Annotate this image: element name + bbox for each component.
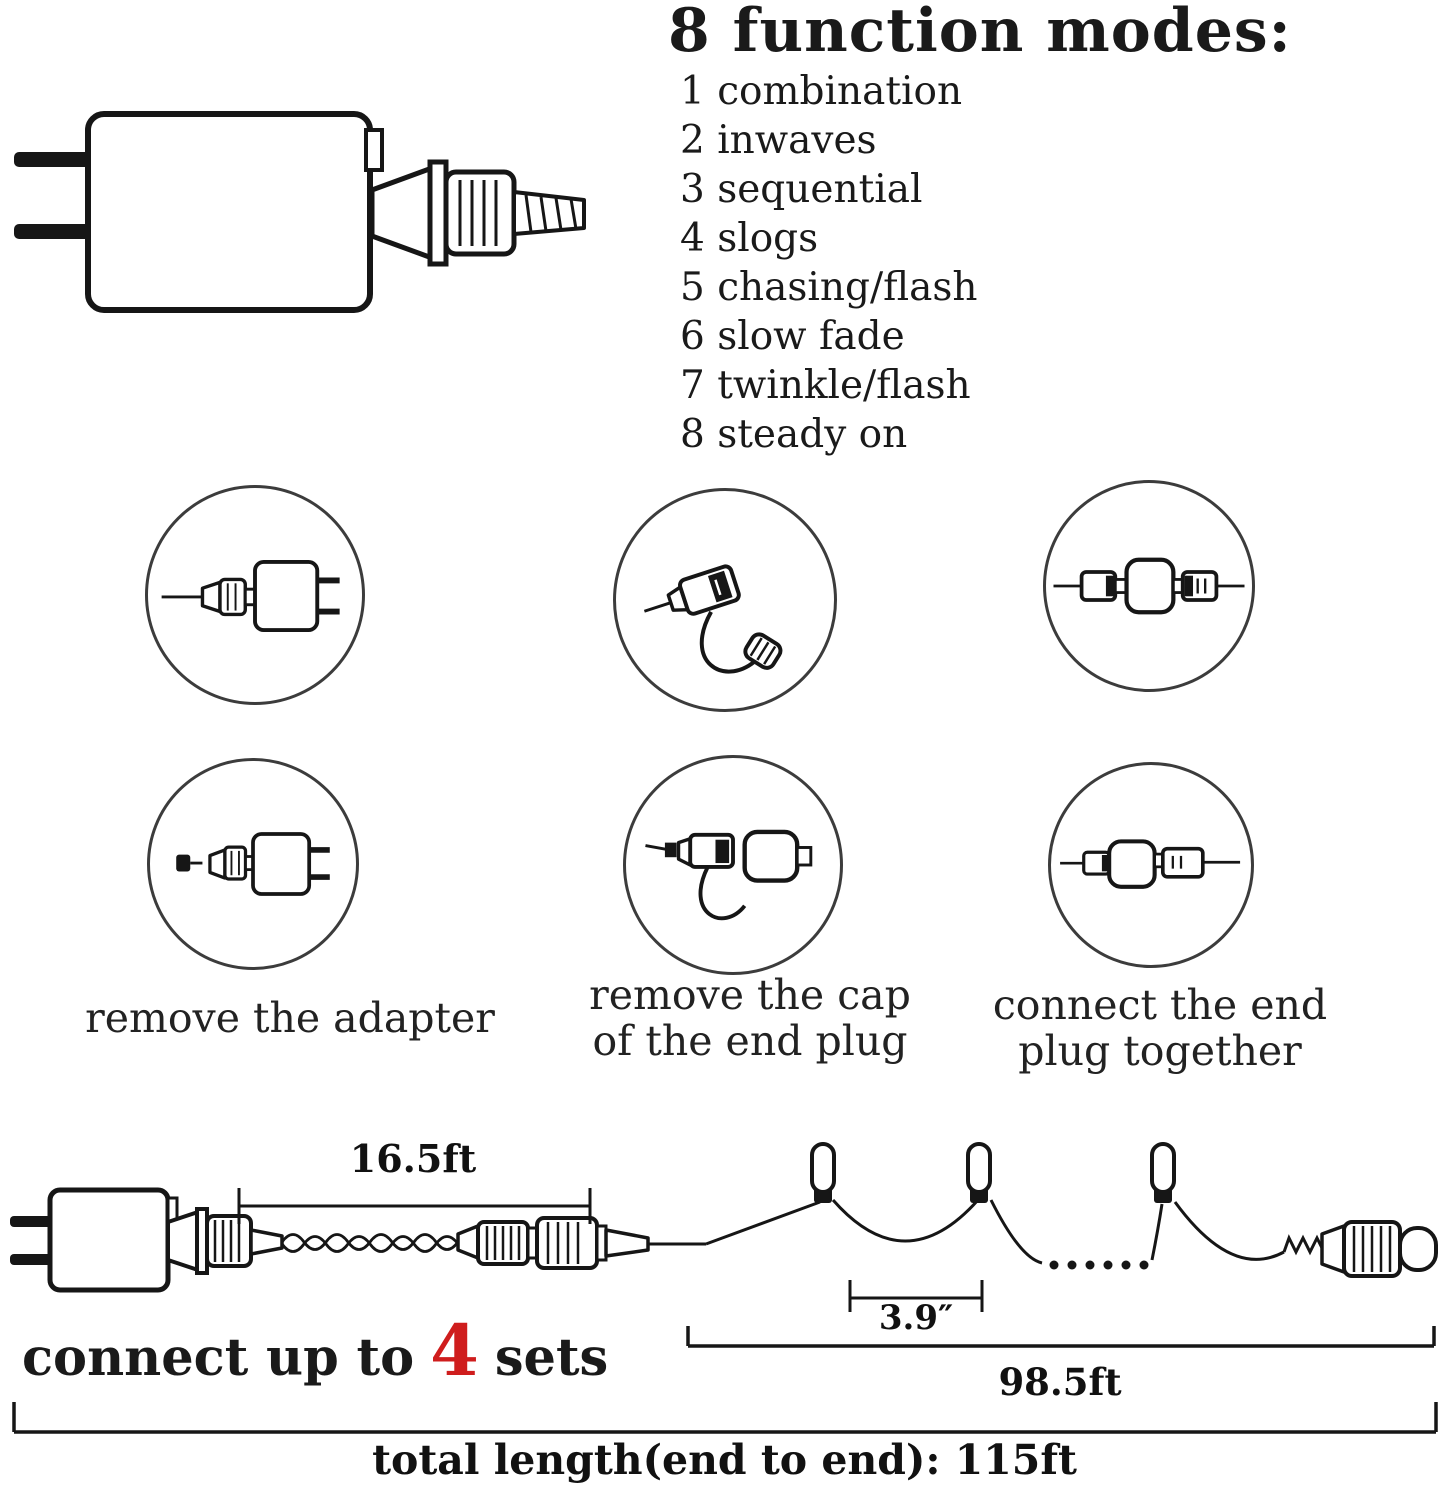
adapter-prong-icon bbox=[14, 152, 92, 167]
mode-item: 1 combination bbox=[680, 69, 963, 114]
end-plugs-joined-illustration bbox=[1053, 557, 1245, 615]
mode-item: 3 sequential bbox=[680, 167, 923, 212]
function-modes-panel: 8 function modes: 1 combination 2 inwave… bbox=[668, 0, 1408, 459]
caption-connect-plug: connect the end plug together bbox=[960, 982, 1360, 1075]
adapter-body bbox=[85, 111, 373, 313]
connect-prefix-text: connect up to bbox=[22, 1328, 415, 1388]
caption-remove-adapter: remove the adapter bbox=[40, 995, 540, 1041]
connect-up-to-sets-label: connect up to 4 sets bbox=[22, 1309, 609, 1392]
adapter-connected-illustration bbox=[161, 559, 340, 632]
string-light-length-diagram bbox=[10, 1142, 1438, 1434]
connect-sets-count: 4 bbox=[430, 1309, 479, 1392]
bulb-spacing-label: 3.9″ bbox=[878, 1298, 954, 1338]
adapter-prong-icon bbox=[10, 1216, 52, 1227]
spring-coil bbox=[1282, 1234, 1325, 1256]
bulb-spacing-bracket bbox=[848, 1280, 984, 1312]
step-circle-end-plug-cap-on bbox=[613, 488, 837, 712]
bulb bbox=[810, 1142, 836, 1194]
plugs-connected-illustration bbox=[1060, 839, 1241, 889]
adapter-connector-knurl bbox=[443, 169, 517, 257]
string-length-label: 98.5ft bbox=[998, 1360, 1122, 1404]
step-circle-plugs-connected bbox=[1048, 762, 1254, 968]
adapter-threaded-tip bbox=[512, 190, 586, 236]
caption-text: plug together bbox=[1018, 1027, 1302, 1076]
lead-length-bracket bbox=[237, 1188, 592, 1224]
step-circle-cap-removed bbox=[623, 755, 843, 975]
lead-length-label: 16.5ft bbox=[349, 1136, 477, 1181]
caption-text: remove the adapter bbox=[85, 994, 495, 1042]
step-circle-end-plugs-joined bbox=[1043, 480, 1255, 692]
string-length-bracket bbox=[686, 1326, 1436, 1348]
mode-item: 7 twinkle/flash bbox=[680, 363, 971, 408]
step-circle-adapter-connected bbox=[145, 485, 365, 705]
total-length-bracket bbox=[12, 1402, 1438, 1434]
bulb bbox=[1150, 1142, 1176, 1194]
caption-remove-cap: remove the cap of the end plug bbox=[545, 972, 955, 1065]
mode-item: 2 inwaves bbox=[680, 118, 877, 163]
caption-text: of the end plug bbox=[592, 1017, 908, 1066]
mode-item: 5 chasing/flash bbox=[680, 265, 978, 310]
power-adapter-illustration bbox=[14, 111, 586, 313]
adapter-removed-illustration bbox=[176, 832, 330, 896]
total-length-label: total length(end to end): 115ft bbox=[372, 1436, 1077, 1484]
function-modes-title: 8 function modes: bbox=[668, 0, 1292, 66]
adapter-body bbox=[47, 1187, 171, 1293]
adapter-prong-icon bbox=[10, 1254, 52, 1265]
adapter-prong-icon bbox=[14, 224, 92, 239]
mode-item: 4 slogs bbox=[680, 216, 819, 261]
end-plug-cap-on-illustration bbox=[643, 564, 783, 674]
ellipsis-dot bbox=[1049, 1260, 1059, 1270]
cap-removed-illustration bbox=[645, 829, 813, 921]
mode-item: 8 steady on bbox=[680, 412, 908, 457]
caption-text: connect the end bbox=[992, 981, 1328, 1029]
bulb bbox=[966, 1142, 992, 1194]
mode-item: 6 slow fade bbox=[680, 314, 905, 359]
connect-suffix-text: sets bbox=[494, 1328, 609, 1388]
function-modes-list: 1 combination 2 inwaves 3 sequential 4 s… bbox=[668, 67, 1408, 459]
step-circle-adapter-removed bbox=[147, 758, 359, 970]
caption-text: remove the cap bbox=[589, 971, 911, 1019]
